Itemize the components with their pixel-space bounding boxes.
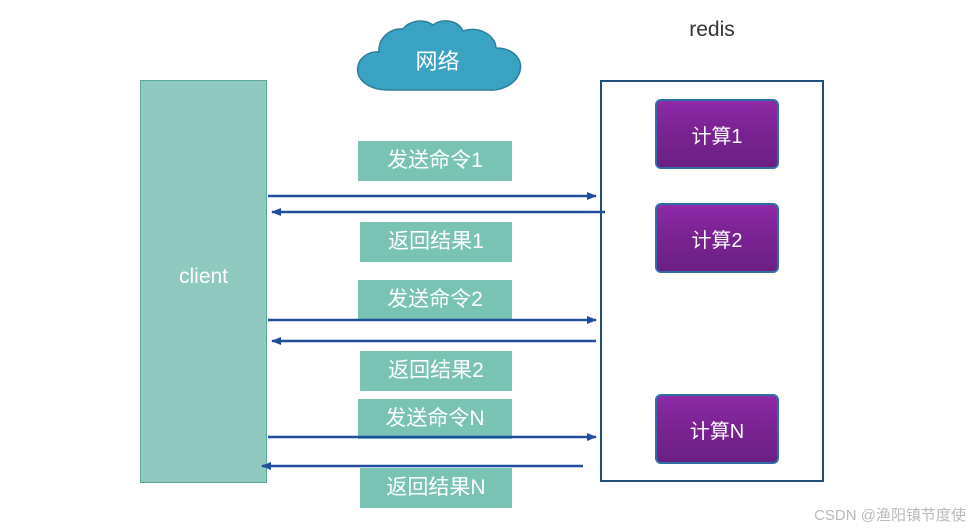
message-label-recv-1: 返回结果1 xyxy=(360,222,512,262)
network-cloud-icon xyxy=(345,20,530,98)
message-label-recv-n: 返回结果N xyxy=(360,468,512,508)
message-label-send-1: 发送命令1 xyxy=(358,141,512,181)
client-box xyxy=(140,80,267,483)
compute-node-1: 计算1 xyxy=(655,99,779,169)
message-label-recv-2: 返回结果2 xyxy=(360,351,512,391)
message-label-send-2: 发送命令2 xyxy=(358,280,512,320)
message-label-send-n: 发送命令N xyxy=(358,399,512,439)
watermark: CSDN @渔阳镇节度使 xyxy=(814,507,966,524)
redis-title: redis xyxy=(689,18,735,41)
network-label: 网络 xyxy=(415,49,460,74)
client-label: client xyxy=(178,265,229,288)
compute-node-2: 计算2 xyxy=(655,203,779,273)
compute-node-n: 计算N xyxy=(655,394,779,464)
